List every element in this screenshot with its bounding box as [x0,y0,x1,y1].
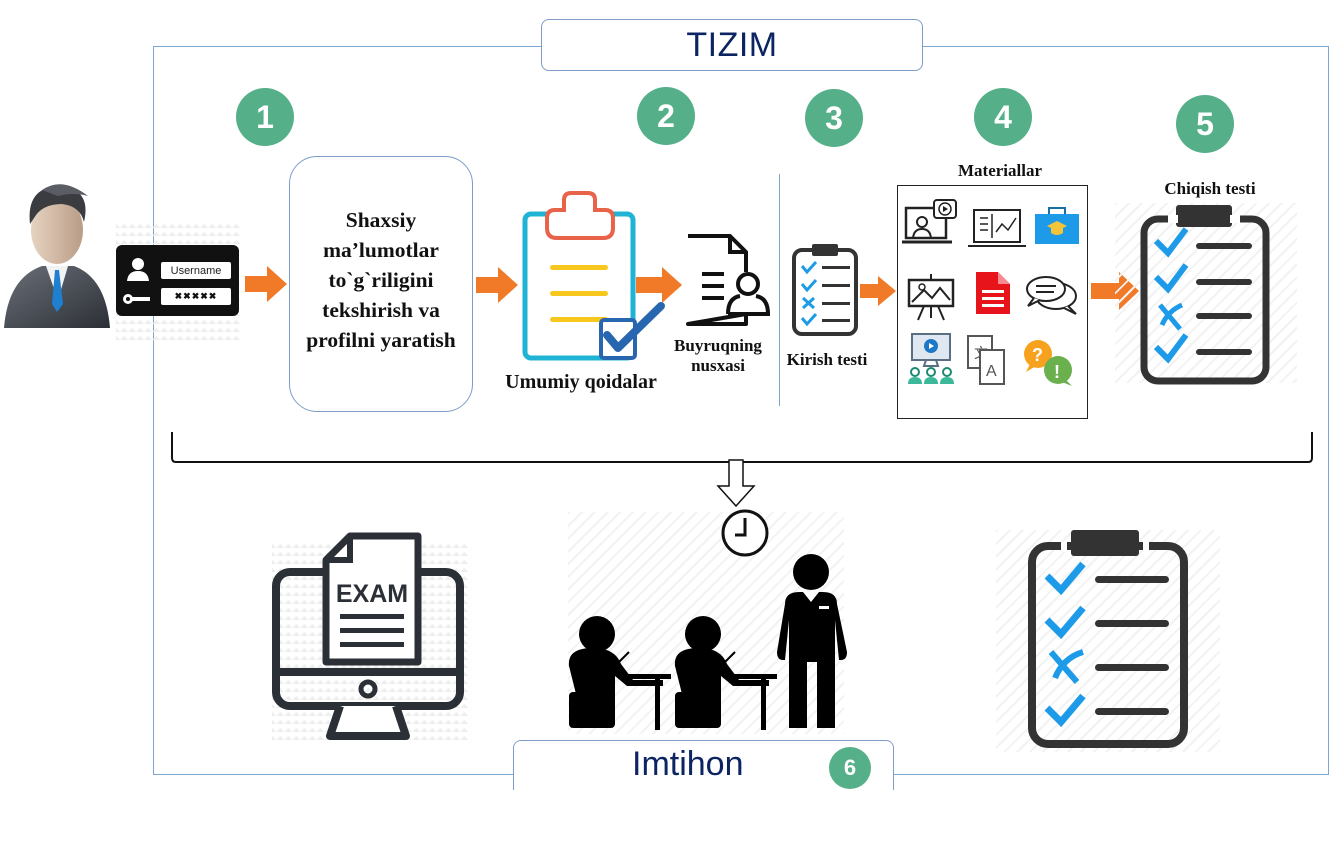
step-badge-5: 5 [1176,95,1234,153]
step-badge-1: 1 [236,88,294,146]
step-1-label: Shaxsiy ma’lumotlar to`g`riligini tekshi… [306,208,456,352]
password-field: ✖✖✖✖✖ [161,288,231,305]
step-1-box: Shaxsiy ma’lumotlar to`g`riligini tekshi… [289,156,473,412]
test-result-icon [1027,530,1189,750]
education-briefcase-icon [1035,207,1079,244]
system-title: TIZIM [686,25,778,64]
slide-projector-icon [907,274,955,321]
svg-text:!: ! [1054,362,1060,382]
step-badge-4: 4 [974,88,1032,146]
exam-title-box: Imtihon 6 [513,740,894,790]
presentation-chart-icon [968,209,1026,247]
exit-test-clipboard-icon [1140,205,1270,385]
materials-box: 文 A ? ! [897,185,1088,419]
step-badge-2: 2 [637,87,695,145]
step-5-label: Chiqish testi [1164,179,1256,198]
arrow-right-icon [476,267,518,303]
login-card: Username ✖✖✖✖✖ [116,245,239,316]
step-badge-3: 3 [805,89,863,147]
exam-title: Imtihon [632,745,744,783]
step-badge-6: 6 [829,747,871,789]
step-2-label: Umumiy qoidalar [505,371,657,393]
step-4-label: Materiallar [957,161,1042,180]
arrow-right-icon [860,276,896,306]
user-silhouette-icon [127,258,149,281]
divider-line [779,174,780,406]
translation-dictionary-icon: 文 A [967,335,1005,385]
online-exam-icon: EXAM [270,532,466,746]
svg-text:A: A [986,363,997,380]
order-copy-label: Buyruqning nusxasi [674,336,762,375]
video-lesson-icon [902,199,957,244]
pdf-document-icon [976,272,1010,314]
question-answer-icon: ? ! [1024,340,1072,386]
system-title-box: TIZIM [541,19,923,71]
arrow-right-icon [245,266,287,302]
chat-bubbles-icon [1026,276,1077,315]
entry-test-clipboard-icon [790,242,860,338]
exam-text: EXAM [335,580,409,608]
rules-clipboard-icon [521,190,666,365]
exam-room-icon [563,552,853,730]
webinar-icon [908,333,954,384]
svg-text:?: ? [1032,345,1043,365]
username-field: Username [161,262,231,279]
arrow-down-icon [716,459,756,508]
clock-icon [720,508,770,558]
order-document-icon [684,232,770,328]
key-icon [123,294,150,304]
user-avatar-icon [2,178,112,334]
step-3-label: Kirish testi [786,350,868,369]
arrow-right-icon [636,267,682,303]
